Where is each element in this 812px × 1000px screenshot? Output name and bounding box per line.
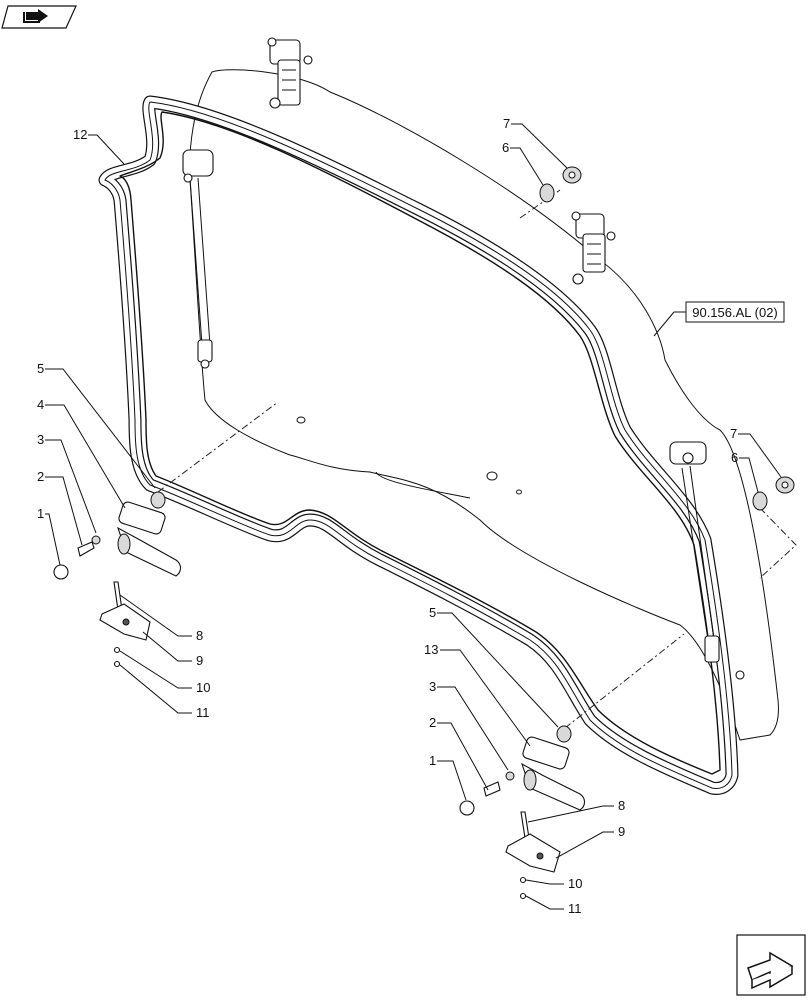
top-hinge-left bbox=[267, 37, 313, 109]
callout-left-8: 8 bbox=[196, 628, 203, 643]
callout-mid-right-6: 6 bbox=[731, 450, 738, 465]
nut-washer-top-right bbox=[539, 166, 582, 203]
callout-right-9: 9 bbox=[618, 824, 625, 839]
centerline-mid-right bbox=[759, 507, 797, 579]
callout-left-4: 4 bbox=[37, 397, 44, 412]
callout-right-8: 8 bbox=[618, 798, 625, 813]
callout-left-5: 5 bbox=[37, 361, 44, 376]
book-arrow-icon[interactable] bbox=[1, 5, 77, 29]
gas-strut-right bbox=[669, 441, 745, 680]
callout-right-5: 5 bbox=[429, 605, 436, 620]
callout-left-10: 10 bbox=[196, 680, 210, 695]
top-hinge-right bbox=[571, 211, 616, 285]
right-latch-assembly bbox=[459, 725, 586, 900]
callouts-left: 5 4 3 2 1 12 8 9 10 11 bbox=[37, 127, 210, 720]
nut-washer-mid-right bbox=[752, 476, 795, 511]
callout-right-13: 13 bbox=[424, 642, 438, 657]
callout-right-3: 3 bbox=[429, 679, 436, 694]
next-page-arrow-icon[interactable] bbox=[736, 934, 806, 996]
callout-top-right-6: 6 bbox=[502, 140, 509, 155]
centerline-left-latch bbox=[157, 401, 279, 493]
callouts-mid-right: 7 6 bbox=[730, 426, 782, 493]
centerline-right-latch bbox=[564, 633, 685, 729]
callout-top-right-7: 7 bbox=[503, 116, 510, 131]
callout-left-9: 9 bbox=[196, 653, 203, 668]
callout-left-3: 3 bbox=[37, 432, 44, 447]
window-seal-frame bbox=[98, 95, 739, 795]
callout-left-12: 12 bbox=[73, 127, 87, 142]
callout-left-11: 11 bbox=[196, 705, 210, 720]
callout-right-1: 1 bbox=[429, 753, 436, 768]
reference-label: 90.156.AL (02) bbox=[692, 305, 778, 320]
callouts-top-right: 7 6 bbox=[502, 116, 568, 186]
callout-right-2: 2 bbox=[429, 715, 436, 730]
callouts-right: 5 13 3 2 1 8 9 10 11 bbox=[424, 605, 625, 916]
callout-mid-right-7: 7 bbox=[730, 426, 737, 441]
glass-panel bbox=[189, 69, 779, 741]
callout-right-11: 11 bbox=[568, 901, 582, 916]
left-latch-assembly bbox=[53, 491, 182, 668]
callout-left-1: 1 bbox=[37, 506, 44, 521]
gas-strut-left bbox=[182, 149, 214, 369]
callout-right-10: 10 bbox=[568, 876, 582, 891]
callout-left-2: 2 bbox=[37, 469, 44, 484]
reference-link[interactable]: 90.156.AL (02) bbox=[653, 301, 785, 337]
